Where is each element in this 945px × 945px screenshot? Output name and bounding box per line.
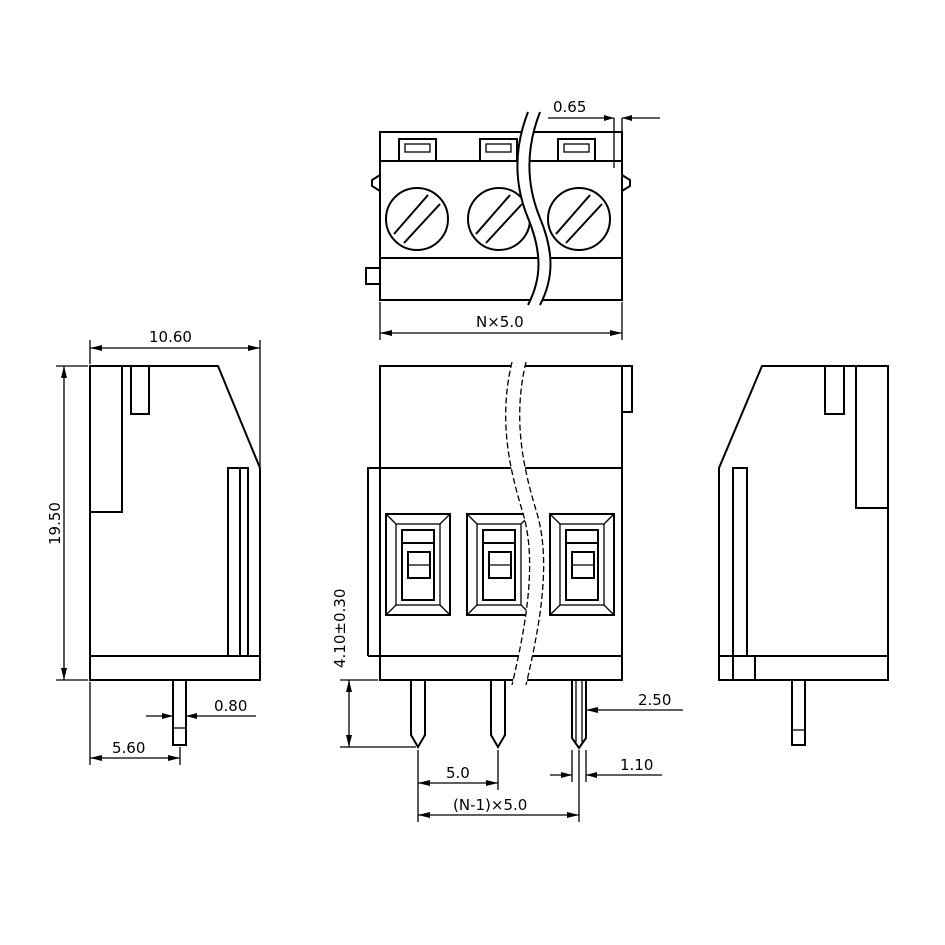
- top-view: [365, 111, 631, 306]
- dimension-label: N×5.0: [476, 313, 524, 331]
- dimension-0-65: 0.65: [548, 98, 660, 168]
- top-latch: [479, 138, 518, 162]
- right-side-view: [718, 365, 889, 746]
- dimension-pin-length: 4.10±0.30: [331, 589, 416, 748]
- screw-head: [385, 187, 449, 251]
- pin: [172, 680, 187, 746]
- screw-head: [547, 187, 611, 251]
- dimension-top-width: N×5.0: [379, 302, 623, 340]
- dimension-label: (N-1)×5.0: [453, 796, 527, 814]
- left-side-view: [89, 365, 261, 746]
- dimension-label: 19.50: [46, 502, 64, 545]
- front-view: [367, 361, 633, 750]
- pin: [490, 680, 506, 749]
- dimension-label: 0.80: [214, 697, 247, 715]
- pin: [410, 680, 426, 749]
- dimension-pin-thickness: 1.10: [550, 750, 662, 782]
- dimension-pin-spacing: 2.50: [586, 691, 683, 713]
- dimension-label: 5.60: [112, 739, 145, 757]
- top-latch: [557, 138, 596, 162]
- pin: [791, 680, 806, 746]
- dimension-label: 1.10: [620, 756, 653, 774]
- dimension-label: 4.10±0.30: [331, 589, 349, 668]
- dimension-side-width: 10.60: [89, 328, 261, 466]
- dimension-pin-offset: 5.60: [89, 682, 181, 765]
- pin: [571, 680, 587, 750]
- dimension-label: 0.65: [553, 98, 586, 116]
- dimension-total-pitch: (N-1)×5.0: [418, 750, 580, 822]
- dimension-label: 2.50: [638, 691, 671, 709]
- dimension-label: 10.60: [149, 328, 192, 346]
- dimension-pitch: 5.0: [417, 750, 499, 822]
- top-latch: [398, 138, 437, 162]
- dimension-label: 5.0: [446, 764, 470, 782]
- clamp-window: [466, 513, 532, 616]
- clamp-window: [549, 513, 615, 616]
- clamp-window: [385, 513, 451, 616]
- dimension-pin-width: 0.80: [146, 697, 256, 719]
- dimension-side-height: 19.50: [46, 365, 88, 681]
